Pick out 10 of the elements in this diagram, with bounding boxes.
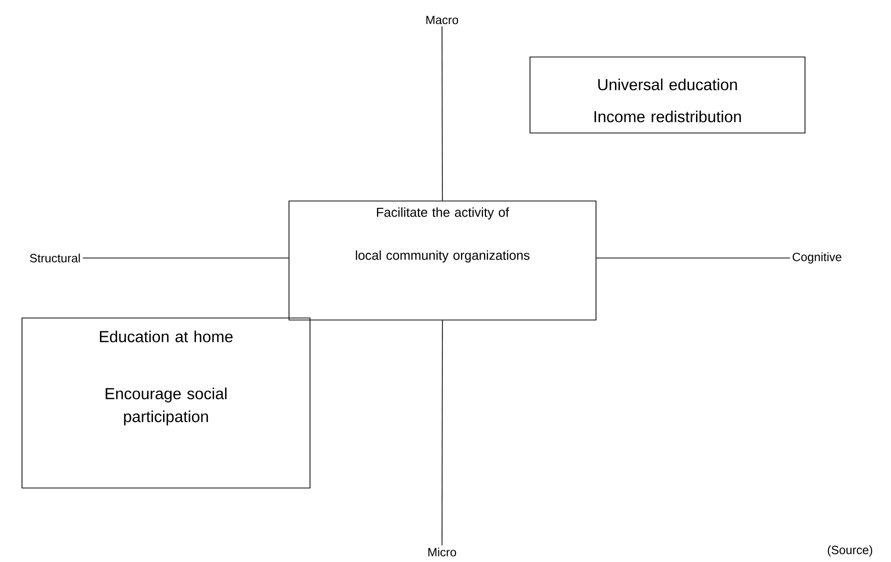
axis-label: Structural — [30, 254, 80, 262]
text-box: Facilitate the activity of local community organizations — [288, 200, 596, 320]
text-box: Universal education Income redistribution — [530, 56, 806, 134]
axis-line — [442, 320, 443, 546]
text-box: Education at home Encourage social participation — [22, 318, 310, 488]
axis-label: Cognitive — [792, 252, 842, 264]
axis-label: Micro — [428, 548, 456, 556]
source-note: (Source) — [828, 545, 872, 557]
axis-line — [442, 26, 443, 201]
axis-label: Macro — [426, 16, 458, 24]
